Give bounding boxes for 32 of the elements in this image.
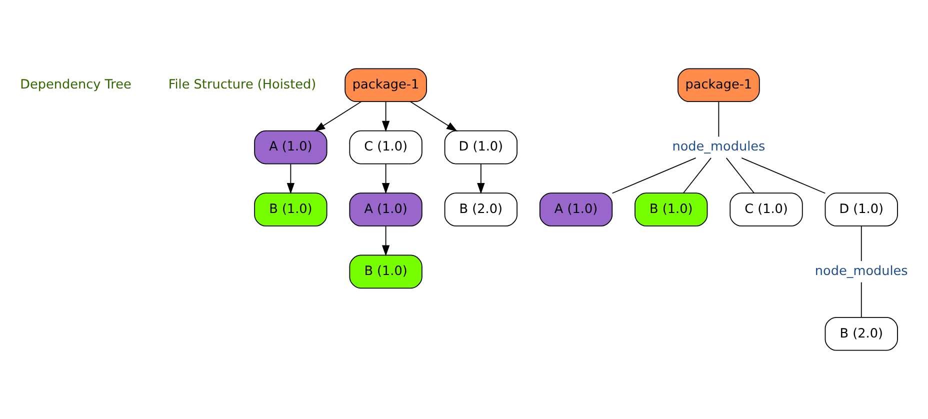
node-box: B (1.0) — [634, 192, 708, 226]
node-box: C (1.0) — [349, 130, 422, 164]
node-box: C (1.0) — [730, 192, 803, 226]
node-box: D (1.0) — [824, 192, 898, 226]
arrow — [477, 164, 485, 194]
node-text: node_modules — [672, 140, 766, 155]
arrow — [382, 164, 390, 194]
node-box: D (1.0) — [444, 130, 518, 164]
node-box: A (1.0) — [349, 192, 422, 226]
node-box: B (1.0) — [349, 254, 422, 289]
arrow — [382, 101, 390, 132]
connector — [612, 157, 696, 194]
connector — [860, 282, 862, 318]
arrow — [286, 164, 295, 194]
node-box: B (2.0) — [444, 192, 518, 226]
arrow — [410, 101, 458, 132]
node-box: A (1.0) — [539, 192, 613, 226]
connector — [741, 157, 826, 194]
arrow — [314, 101, 362, 132]
label: Dependency Tree — [20, 78, 132, 93]
node-box: A (1.0) — [254, 130, 328, 164]
node-box: B (2.0) — [824, 316, 898, 351]
node-box: B (1.0) — [254, 192, 328, 226]
arrow — [382, 226, 390, 256]
connector — [860, 226, 862, 262]
connector — [718, 101, 720, 138]
connector — [682, 157, 712, 194]
label: File Structure (Hoisted) — [168, 78, 316, 93]
node-box: package-1 — [678, 68, 760, 102]
connector — [726, 157, 754, 194]
node-box: package-1 — [344, 68, 427, 102]
node-text: node_modules — [814, 264, 908, 280]
